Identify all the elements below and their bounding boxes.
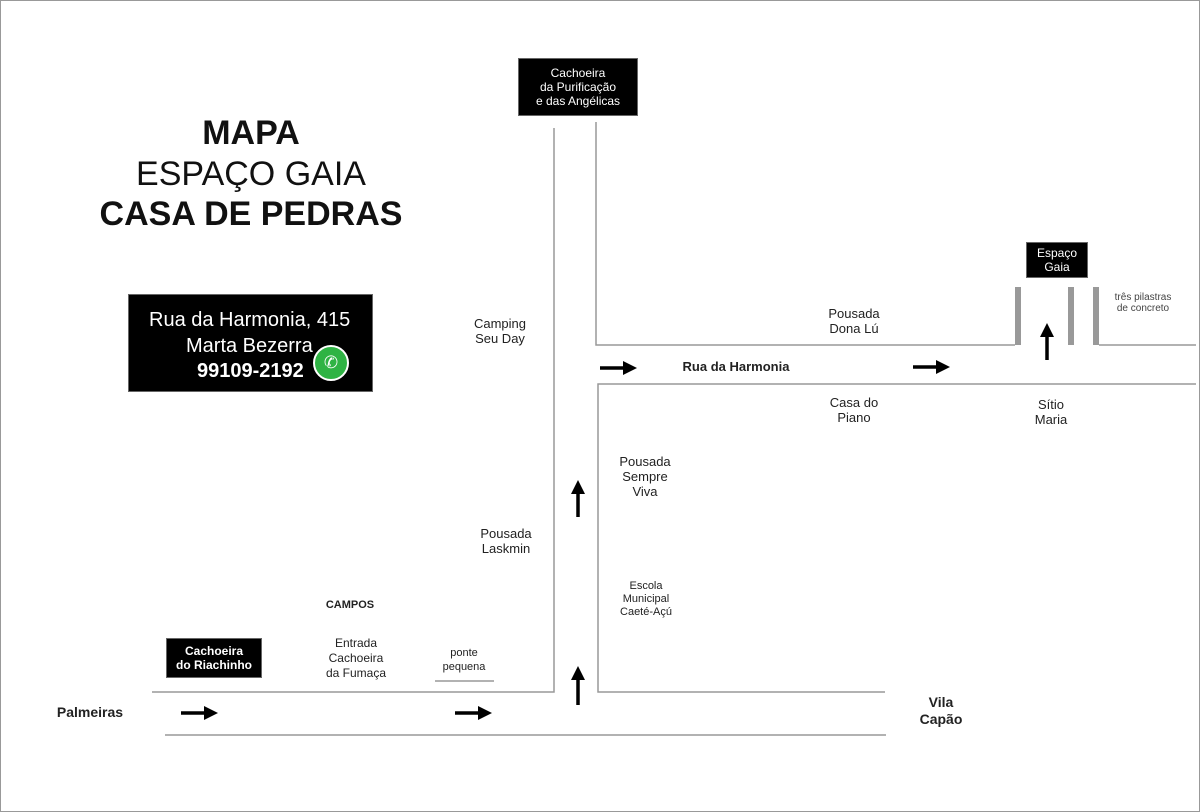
- address: Rua da Harmonia, 415: [149, 309, 351, 331]
- destination-espaco-gaia: Espaço Gaia: [1026, 242, 1088, 278]
- label: do Riachinho: [176, 658, 252, 672]
- label-line: Camping: [473, 316, 527, 331]
- label-line: Pousada: [480, 526, 532, 541]
- road-left-main: [152, 128, 555, 693]
- label-line: Maria: [1034, 412, 1068, 427]
- street-rua-da-harmonia: Rua da Harmonia: [682, 359, 790, 374]
- label-line: ponte: [450, 647, 478, 659]
- label: e das Angélicas: [535, 94, 621, 108]
- label-line: Sítio: [1037, 397, 1065, 412]
- label-palmeiras: Palmeiras: [56, 704, 124, 720]
- label-line: Casa do: [829, 395, 879, 410]
- label-line: Laskmin: [481, 541, 531, 556]
- label-line: Pousada: [619, 454, 671, 469]
- label-line: de concreto: [1116, 303, 1170, 314]
- label-line: Caeté-Açú: [620, 606, 672, 618]
- label-line: Municipal: [622, 593, 670, 605]
- label-line: três pilastras: [1114, 292, 1172, 303]
- contact-name: Marta Bezerra: [186, 335, 313, 357]
- pillar: [1093, 287, 1099, 345]
- label-line: Seu Day: [475, 331, 525, 346]
- label: da Purificação: [539, 80, 617, 94]
- label-line: Pousada: [828, 306, 880, 321]
- pillar: [1015, 287, 1021, 345]
- label-line: pequena: [442, 661, 486, 673]
- label: Cachoeira: [550, 66, 606, 80]
- label-line: Escola: [629, 580, 663, 592]
- map-title: MAPA: [202, 114, 300, 152]
- label-line: Viva: [632, 484, 658, 499]
- destination-cachoeira-riachinho: Cachoeira do Riachinho: [166, 638, 262, 678]
- label-ponte-pequena: ponte pequena: [443, 646, 486, 674]
- label-line: da Fumaça: [325, 666, 387, 680]
- road-right-upper: [595, 122, 1015, 346]
- label-line: Sempre: [622, 469, 668, 484]
- label-line: Dona Lú: [829, 321, 879, 336]
- map-subtitle: ESPAÇO GAIA: [136, 155, 366, 193]
- phone-number[interactable]: 99109-2192: [197, 360, 304, 382]
- contact-box: Rua da Harmonia, 415 Marta Bezerra 99109…: [128, 294, 373, 392]
- label-campos: CAMPOS: [325, 599, 375, 611]
- label-line: Vila: [928, 694, 954, 710]
- destination-cachoeira-purificacao: Cachoeira da Purificação e das Angélicas: [518, 58, 638, 116]
- label-line: Capão: [919, 711, 963, 727]
- label-line: Entrada: [334, 636, 378, 650]
- label-line: Piano: [837, 410, 871, 425]
- label-line: Cachoeira: [328, 651, 384, 665]
- road-rua-harmonia-lower: [597, 383, 1196, 693]
- pillar: [1068, 287, 1074, 345]
- label: Cachoeira: [184, 644, 244, 658]
- whatsapp-icon: ✆: [313, 345, 349, 381]
- map-subtitle-2: CASA DE PEDRAS: [99, 195, 403, 233]
- label: Espaço: [1036, 246, 1078, 260]
- label: Gaia: [1044, 260, 1070, 274]
